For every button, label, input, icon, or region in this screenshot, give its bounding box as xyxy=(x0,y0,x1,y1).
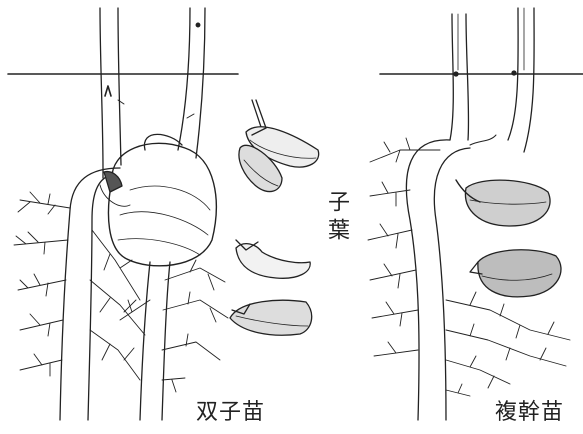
double-seedling-label: 双子苗 xyxy=(196,394,265,426)
root-right xyxy=(406,140,450,420)
cotyledon-1 xyxy=(252,100,266,130)
seed-right-2 xyxy=(478,250,561,297)
root-left-2 xyxy=(140,262,150,420)
multi-trunk-seedling-label: 複幹苗 xyxy=(495,394,564,426)
seed-left xyxy=(108,143,216,266)
trunk-right-1 xyxy=(450,14,453,140)
cotyledon-label: 子葉 xyxy=(311,190,351,246)
root-left-1 xyxy=(60,168,120,420)
fibrous-roots-left xyxy=(14,192,228,392)
stem-left-1 xyxy=(100,8,103,178)
multi-trunk-seedling-drawing xyxy=(368,8,583,420)
cotyledon-drawings xyxy=(230,100,319,335)
stem-left-2 xyxy=(178,8,190,150)
double-seedling-drawing xyxy=(8,8,238,420)
